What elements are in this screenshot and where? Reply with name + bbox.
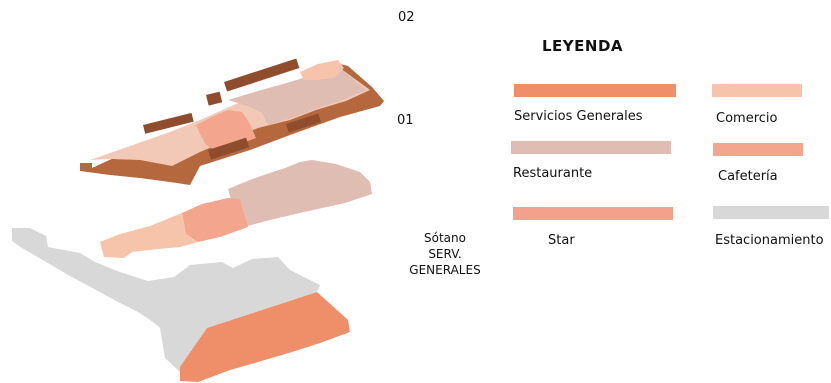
legend-swatch-star: [513, 207, 673, 220]
legend-swatch-cafeteria: [713, 143, 803, 156]
upper-comercio-zone: [300, 60, 344, 80]
legend-swatch-comercio: [712, 84, 802, 97]
level-label-basement: Sótano SERV. GENERALES: [405, 230, 485, 278]
upper-wall-strip: [208, 137, 250, 160]
basement-label-line: GENERALES: [409, 263, 481, 277]
lower-floor: [100, 160, 372, 258]
legend-title: LEYENDA: [542, 37, 624, 55]
upper-wall-strip: [206, 91, 223, 106]
lower-star-zone: [100, 213, 198, 258]
legend-swatch-restaurante: [511, 141, 671, 154]
upper-wall-strip: [142, 112, 194, 134]
legend-label-estacionamiento: Estacionamiento: [715, 233, 824, 248]
basement-label-line: SERV.: [428, 247, 462, 261]
legend-swatch-servicios: [514, 84, 676, 97]
legend-label-star: Star: [548, 233, 575, 248]
level-label-01: 01: [397, 113, 414, 128]
basement-parking-zone: [12, 228, 320, 372]
floor-stack-diagram: [12, 58, 384, 382]
legend-label-servicios: Servicios Generales: [514, 109, 643, 124]
upper-wall-strip: [223, 58, 300, 92]
level-label-02: 02: [398, 10, 415, 25]
lower-cafeteria-zone: [182, 198, 248, 242]
basement-label-line: Sótano: [424, 231, 466, 245]
legend-label-cafeteria: Cafetería: [718, 169, 778, 184]
upper-restaurante-zone: [228, 68, 366, 125]
basement-services-zone: [180, 292, 350, 382]
legend-swatch-estacionamiento: [713, 206, 829, 219]
upper-floor: [80, 58, 384, 185]
legend-label-comercio: Comercio: [716, 111, 778, 126]
legend-label-restaurante: Restaurante: [513, 166, 593, 181]
upper-wall-strip: [286, 113, 322, 133]
lower-restaurante-zone: [228, 160, 372, 228]
basement-floor: [12, 228, 350, 382]
